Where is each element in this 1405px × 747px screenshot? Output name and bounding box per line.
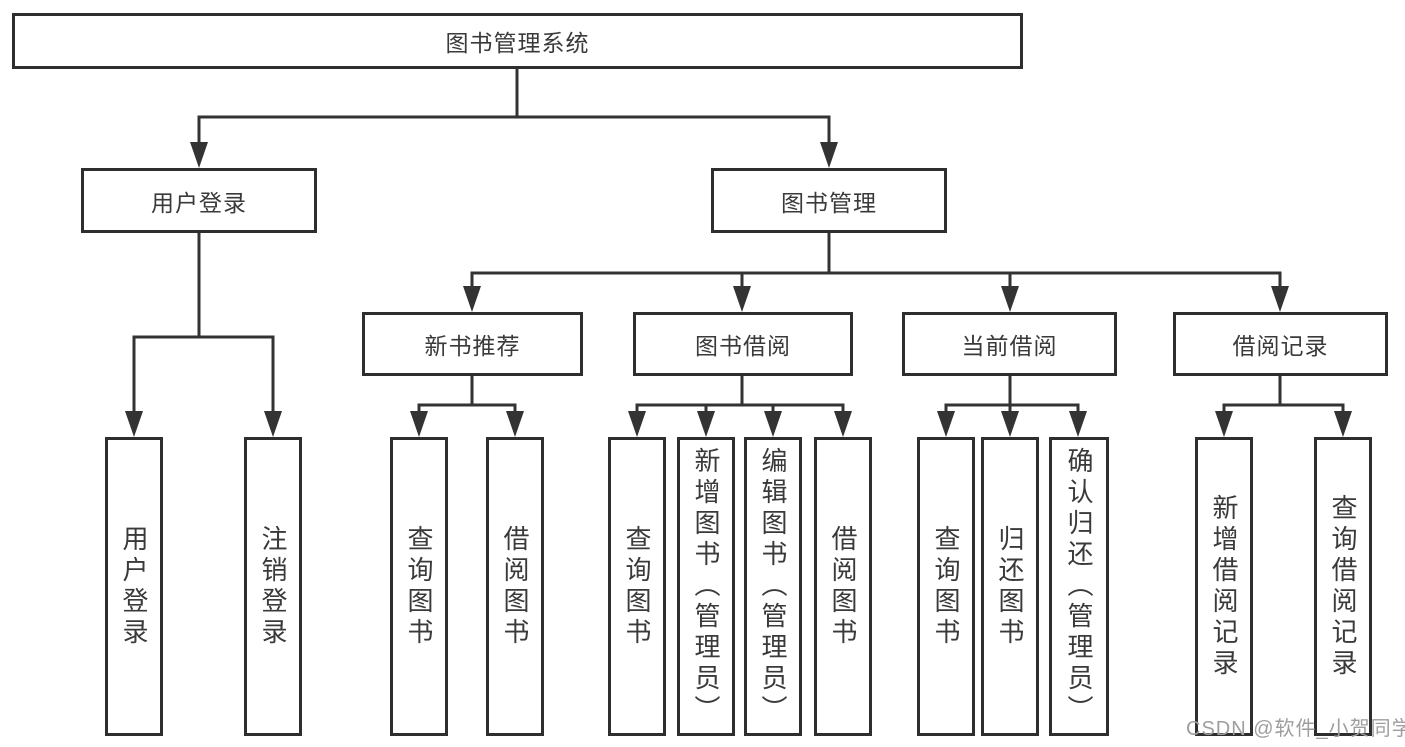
leaf-query-books-current: 查询图书 [917, 437, 975, 736]
node-label: 图书管理 [781, 189, 877, 216]
leaf-add-books-admin: 新增图书（管理员） [677, 437, 735, 736]
node-label: 用户登录 [119, 524, 149, 649]
node-label: 归还图书 [995, 524, 1025, 649]
node-label: 图书管理系统 [445, 30, 590, 56]
node-label: 图书借阅 [695, 333, 791, 359]
node-new-book-recommend: 新书推荐 [362, 312, 583, 376]
leaf-return-books: 归还图书 [981, 437, 1039, 736]
leaf-logout: 注销登录 [244, 437, 302, 736]
node-label: 当前借阅 [961, 333, 1058, 359]
node-label: 用户登录 [151, 189, 247, 216]
arrowhead-group [125, 142, 1352, 437]
leaf-edit-books-admin: 编辑图书（管理员） [744, 437, 802, 736]
node-label: 借阅图书 [828, 524, 858, 649]
leaf-confirm-return-admin: 确认归还（管理员） [1049, 437, 1109, 736]
node-user-login: 用户登录 [81, 168, 317, 233]
csdn-watermark: CSDN @软件_小贺同学 [1186, 718, 1405, 740]
leaf-borrow-books: 借阅图书 [814, 437, 872, 736]
leaf-query-books-recommend: 查询图书 [390, 437, 448, 736]
leaf-user-login: 用户登录 [105, 437, 163, 736]
node-book-borrowing: 图书借阅 [633, 312, 853, 376]
node-borrowing-records: 借阅记录 [1173, 312, 1388, 376]
node-label: 查询图书 [622, 524, 652, 649]
leaf-borrow-books-recommend: 借阅图书 [486, 437, 544, 736]
node-label: 查询图书 [404, 524, 434, 649]
node-label: 查询图书 [931, 524, 961, 649]
node-label: 编辑图书（管理员） [758, 447, 788, 726]
leaf-query-borrow-record: 查询借阅记录 [1314, 437, 1372, 736]
leaf-query-books-borrow: 查询图书 [608, 437, 666, 736]
leaf-add-borrow-record: 新增借阅记录 [1195, 437, 1253, 736]
node-label: 借阅图书 [500, 524, 530, 649]
node-label: 注销登录 [258, 524, 288, 649]
node-label: 确认归还（管理员） [1064, 447, 1094, 726]
node-label: 查询借阅记录 [1328, 493, 1358, 680]
node-label: 新增借阅记录 [1209, 493, 1239, 680]
node-label: 借阅记录 [1232, 333, 1329, 359]
node-label: 新增图书（管理员） [691, 447, 721, 726]
node-label: 新书推荐 [424, 333, 521, 359]
node-book-management: 图书管理 [711, 168, 947, 233]
node-current-borrowing: 当前借阅 [902, 312, 1117, 376]
node-library-system: 图书管理系统 [12, 13, 1023, 69]
